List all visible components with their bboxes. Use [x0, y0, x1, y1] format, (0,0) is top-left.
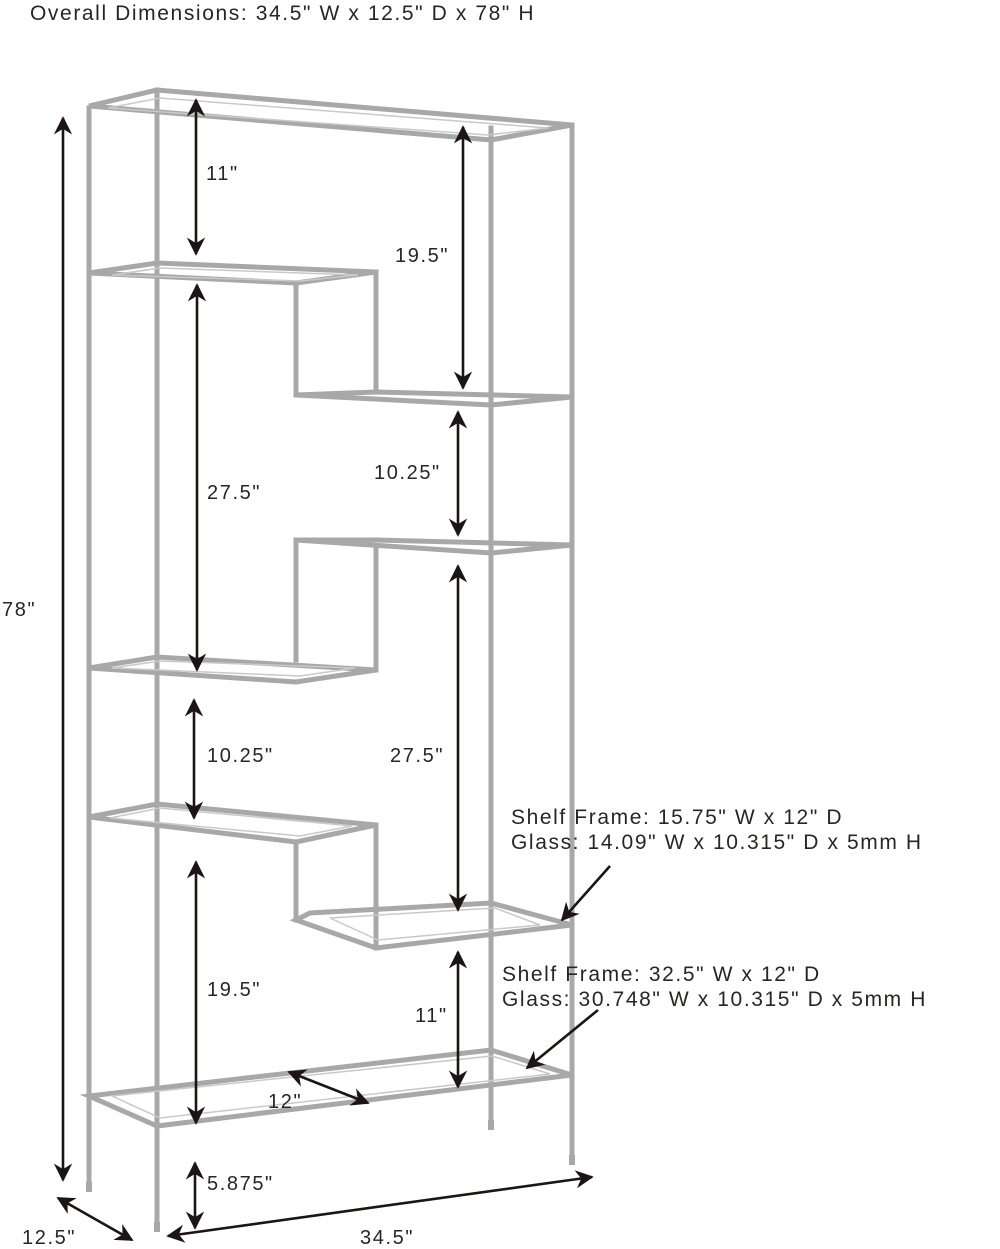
frame-feet: [86, 1120, 575, 1232]
arrow-total-width: [166, 1170, 594, 1243]
bottom-shelf: [79, 1047, 573, 1129]
top-shelf: [88, 87, 573, 143]
label-right-upper-gap: 10.25": [374, 462, 441, 484]
arrow-shelf-depth: [287, 1069, 370, 1106]
label-top-left-gap: 11": [206, 163, 239, 185]
arrow-total-depth: [56, 1196, 134, 1242]
label-left-tall-gap: 27.5": [207, 482, 261, 504]
frame-uprights: [86, 87, 575, 1229]
label-top-right-gap: 19.5": [395, 245, 449, 267]
shelving-unit-drawing: [79, 87, 575, 1232]
note-large-shelf-frame: Shelf Frame: 32.5" W x 12" D: [502, 963, 821, 986]
overall-dimensions-title: Overall Dimensions: 34.5" W x 12.5" D x …: [30, 2, 535, 25]
label-left-lower-gap: 10.25": [207, 745, 274, 767]
lower-right-shelf: [289, 900, 573, 951]
label-total-depth: 12.5": [22, 1227, 76, 1249]
arrow-small-shelf-callout: [560, 865, 611, 922]
label-total-width: 34.5": [360, 1227, 414, 1249]
note-large-shelf-glass: Glass: 30.748" W x 10.315" D x 5mm H: [502, 988, 927, 1011]
note-small-shelf-glass: Glass: 14.09" W x 10.315" D x 5mm H: [511, 831, 923, 854]
dimension-arrows: [53, 98, 611, 1243]
label-total-height: 78": [2, 599, 36, 621]
middle-left-shelf: [88, 654, 377, 685]
label-right-bottom-gap: 11": [415, 1005, 448, 1027]
upper-right-shelf: [295, 389, 573, 408]
label-shelf-depth: 12": [268, 1091, 302, 1113]
label-left-bottom-gap: 19.5": [207, 979, 261, 1001]
middle-right-shelf: [293, 537, 573, 673]
label-right-tall-gap: 27.5": [390, 745, 444, 767]
upper-left-shelf: [88, 260, 379, 398]
lower-left-shelf: [88, 801, 379, 951]
arrow-large-shelf-callout: [525, 1008, 599, 1070]
label-leg-height: 5.875": [207, 1173, 274, 1195]
note-small-shelf-frame: Shelf Frame: 15.75" W x 12" D: [511, 806, 843, 829]
